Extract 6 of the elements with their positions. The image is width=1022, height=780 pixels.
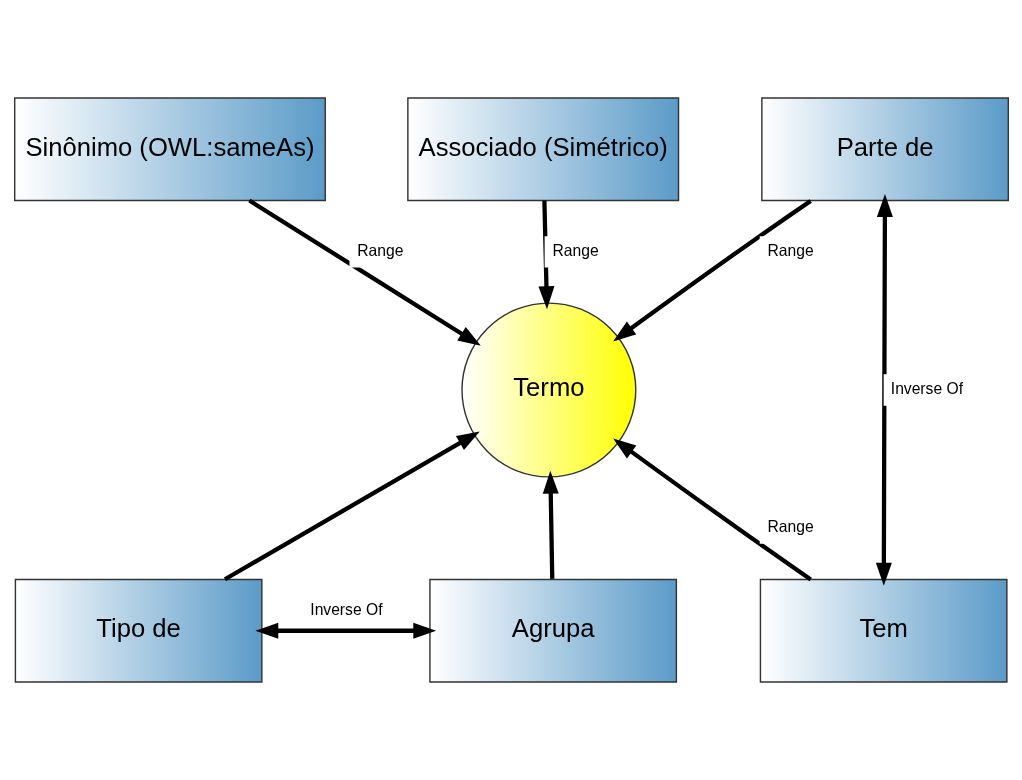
edge-label: Range xyxy=(356,241,403,259)
edge-label: Range xyxy=(767,518,814,536)
edge-label: Inverse Of xyxy=(890,379,963,397)
edge-label: Range xyxy=(551,241,599,259)
edge-label: Inverse Of xyxy=(309,600,383,618)
edge-label: Range xyxy=(767,241,814,259)
